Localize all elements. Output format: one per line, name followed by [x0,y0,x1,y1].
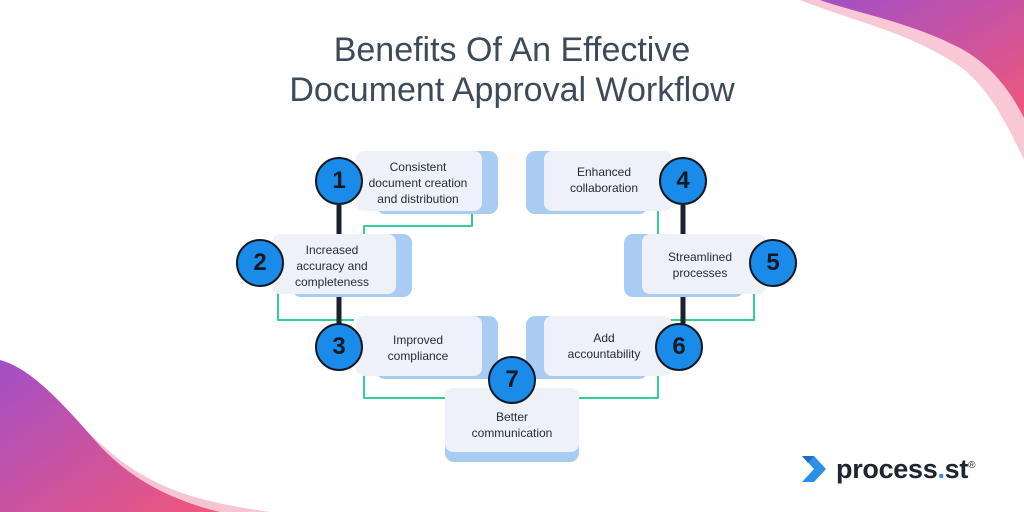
bottom-left-blob [0,360,270,512]
benefit-2-number: 2 [236,239,284,287]
benefit-3-card [356,316,482,376]
benefit-4-number: 4 [659,157,707,205]
benefit-6-card [544,316,672,376]
process-st-logo: process.st® [798,452,975,486]
benefit-2-text: Increased accuracy and completeness [294,243,370,289]
top-right-blob [800,0,1024,160]
benefit-5-card [642,234,766,294]
benefit-7-number: 7 [488,356,536,404]
benefit-4-card [544,151,672,211]
benefit-1-number: 1 [315,157,363,205]
benefit-5-number: 5 [749,239,797,287]
title-line-1: Benefits Of An Effective [333,31,691,69]
logo-wordmark: process.st® [836,453,976,484]
benefit-5-text: Streamlined processes [667,250,733,280]
benefit-6-number: 6 [655,323,703,371]
process-st-logo-icon [802,456,826,482]
benefit-6-text: Add accountability [567,331,641,361]
benefit-4-text: Enhanced collaboration [569,165,639,195]
benefit-1-text: Consistent document creation and distrib… [368,160,468,206]
title-line-2: Document Approval Workflow [289,71,735,109]
benefit-3-text: Improved compliance [387,333,449,363]
benefit-2-card [272,234,396,294]
page-title: Benefits Of An Effective Document Approv… [0,30,1024,110]
benefit-3-number: 3 [315,323,363,371]
benefit-7-text: Better communication [471,410,553,440]
connector-6-7 [576,372,659,399]
benefit-1-card [356,151,482,211]
connector-3-7 [363,372,448,399]
